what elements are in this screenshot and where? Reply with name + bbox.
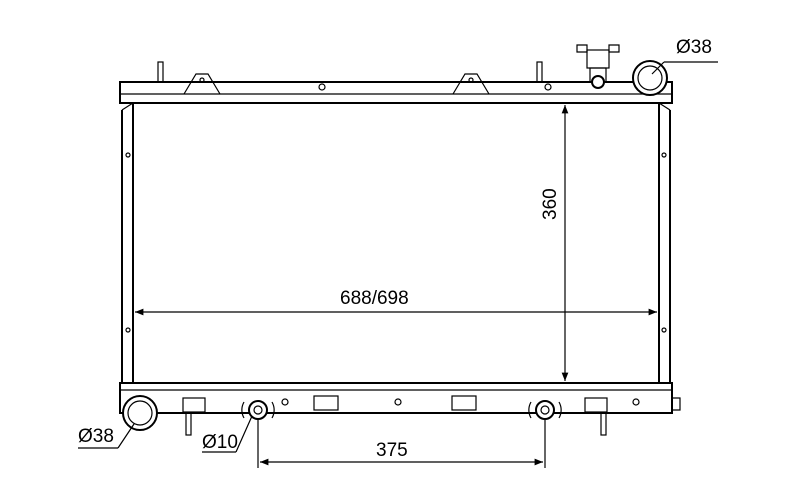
top-diameter-label: Ø38: [676, 37, 712, 58]
bottom-tank: [119, 382, 681, 436]
dimension-height: 360: [540, 105, 569, 381]
radiator-core: [121, 102, 671, 384]
top-tank: [119, 44, 673, 104]
bottom-diameter-label: Ø38: [78, 426, 114, 447]
leader-drain: Ø10: [202, 415, 253, 453]
height-label: 360: [540, 188, 561, 220]
leader-inlet-top: Ø38: [651, 37, 718, 75]
dimension-width: 688/698: [135, 288, 657, 316]
width-label: 688/698: [340, 288, 409, 309]
leader-outlet-bottom: Ø38: [78, 423, 135, 449]
drain-diameter-label: Ø10: [202, 432, 238, 453]
dimension-pipe-spacing: 375: [257, 420, 546, 468]
pipe-spacing-label: 375: [376, 440, 408, 461]
